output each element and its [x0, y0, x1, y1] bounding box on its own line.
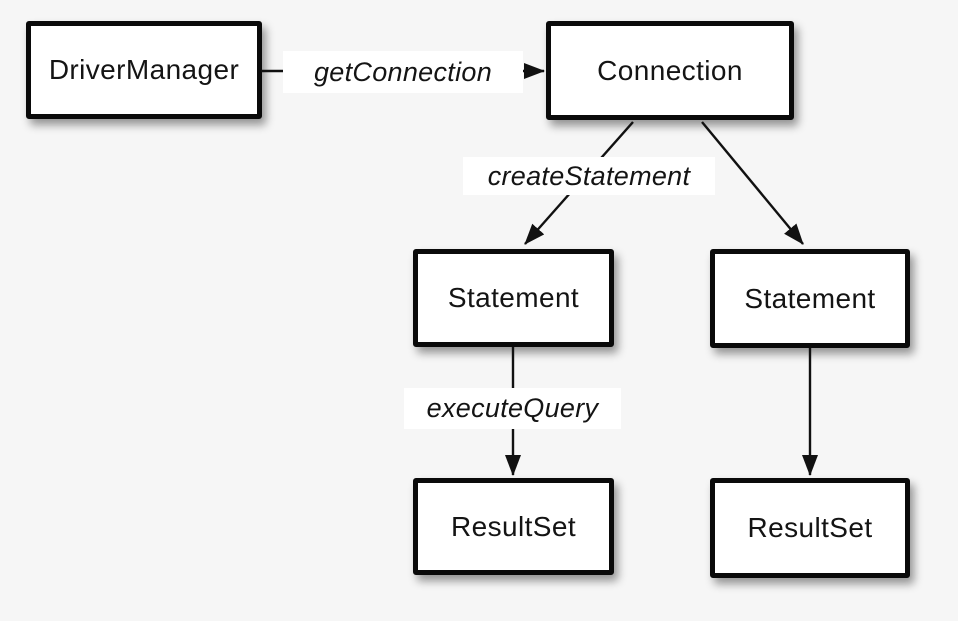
edge-label-getconnection: getConnection	[283, 51, 523, 93]
node-statement-left: Statement	[413, 249, 614, 347]
node-resultset-left: ResultSet	[413, 478, 614, 575]
node-statement-right-label: Statement	[744, 282, 876, 314]
node-resultset-right-label: ResultSet	[747, 512, 873, 543]
node-resultset-right: ResultSet	[710, 478, 910, 578]
edge-label-executequery: executeQuery	[404, 388, 621, 429]
edge-label-createstatement: createStatement	[463, 157, 715, 195]
node-statement-right: Statement	[710, 249, 910, 348]
edge-connection-to-statement2-arrow	[701, 121, 804, 245]
node-drivermanager: DriverManager	[26, 21, 262, 119]
node-connection: Connection	[546, 21, 794, 120]
node-resultset-left-label: ResultSet	[451, 510, 576, 542]
node-drivermanager-label: DriverManager	[48, 54, 240, 85]
node-connection-label: Connection	[597, 54, 743, 86]
edge-label-getconnection-text: getConnection	[313, 56, 493, 87]
node-statement-left-label: Statement	[447, 282, 580, 313]
edge-label-createstatement-text: createStatement	[487, 160, 691, 191]
edge-label-executequery-text: executeQuery	[426, 393, 599, 423]
